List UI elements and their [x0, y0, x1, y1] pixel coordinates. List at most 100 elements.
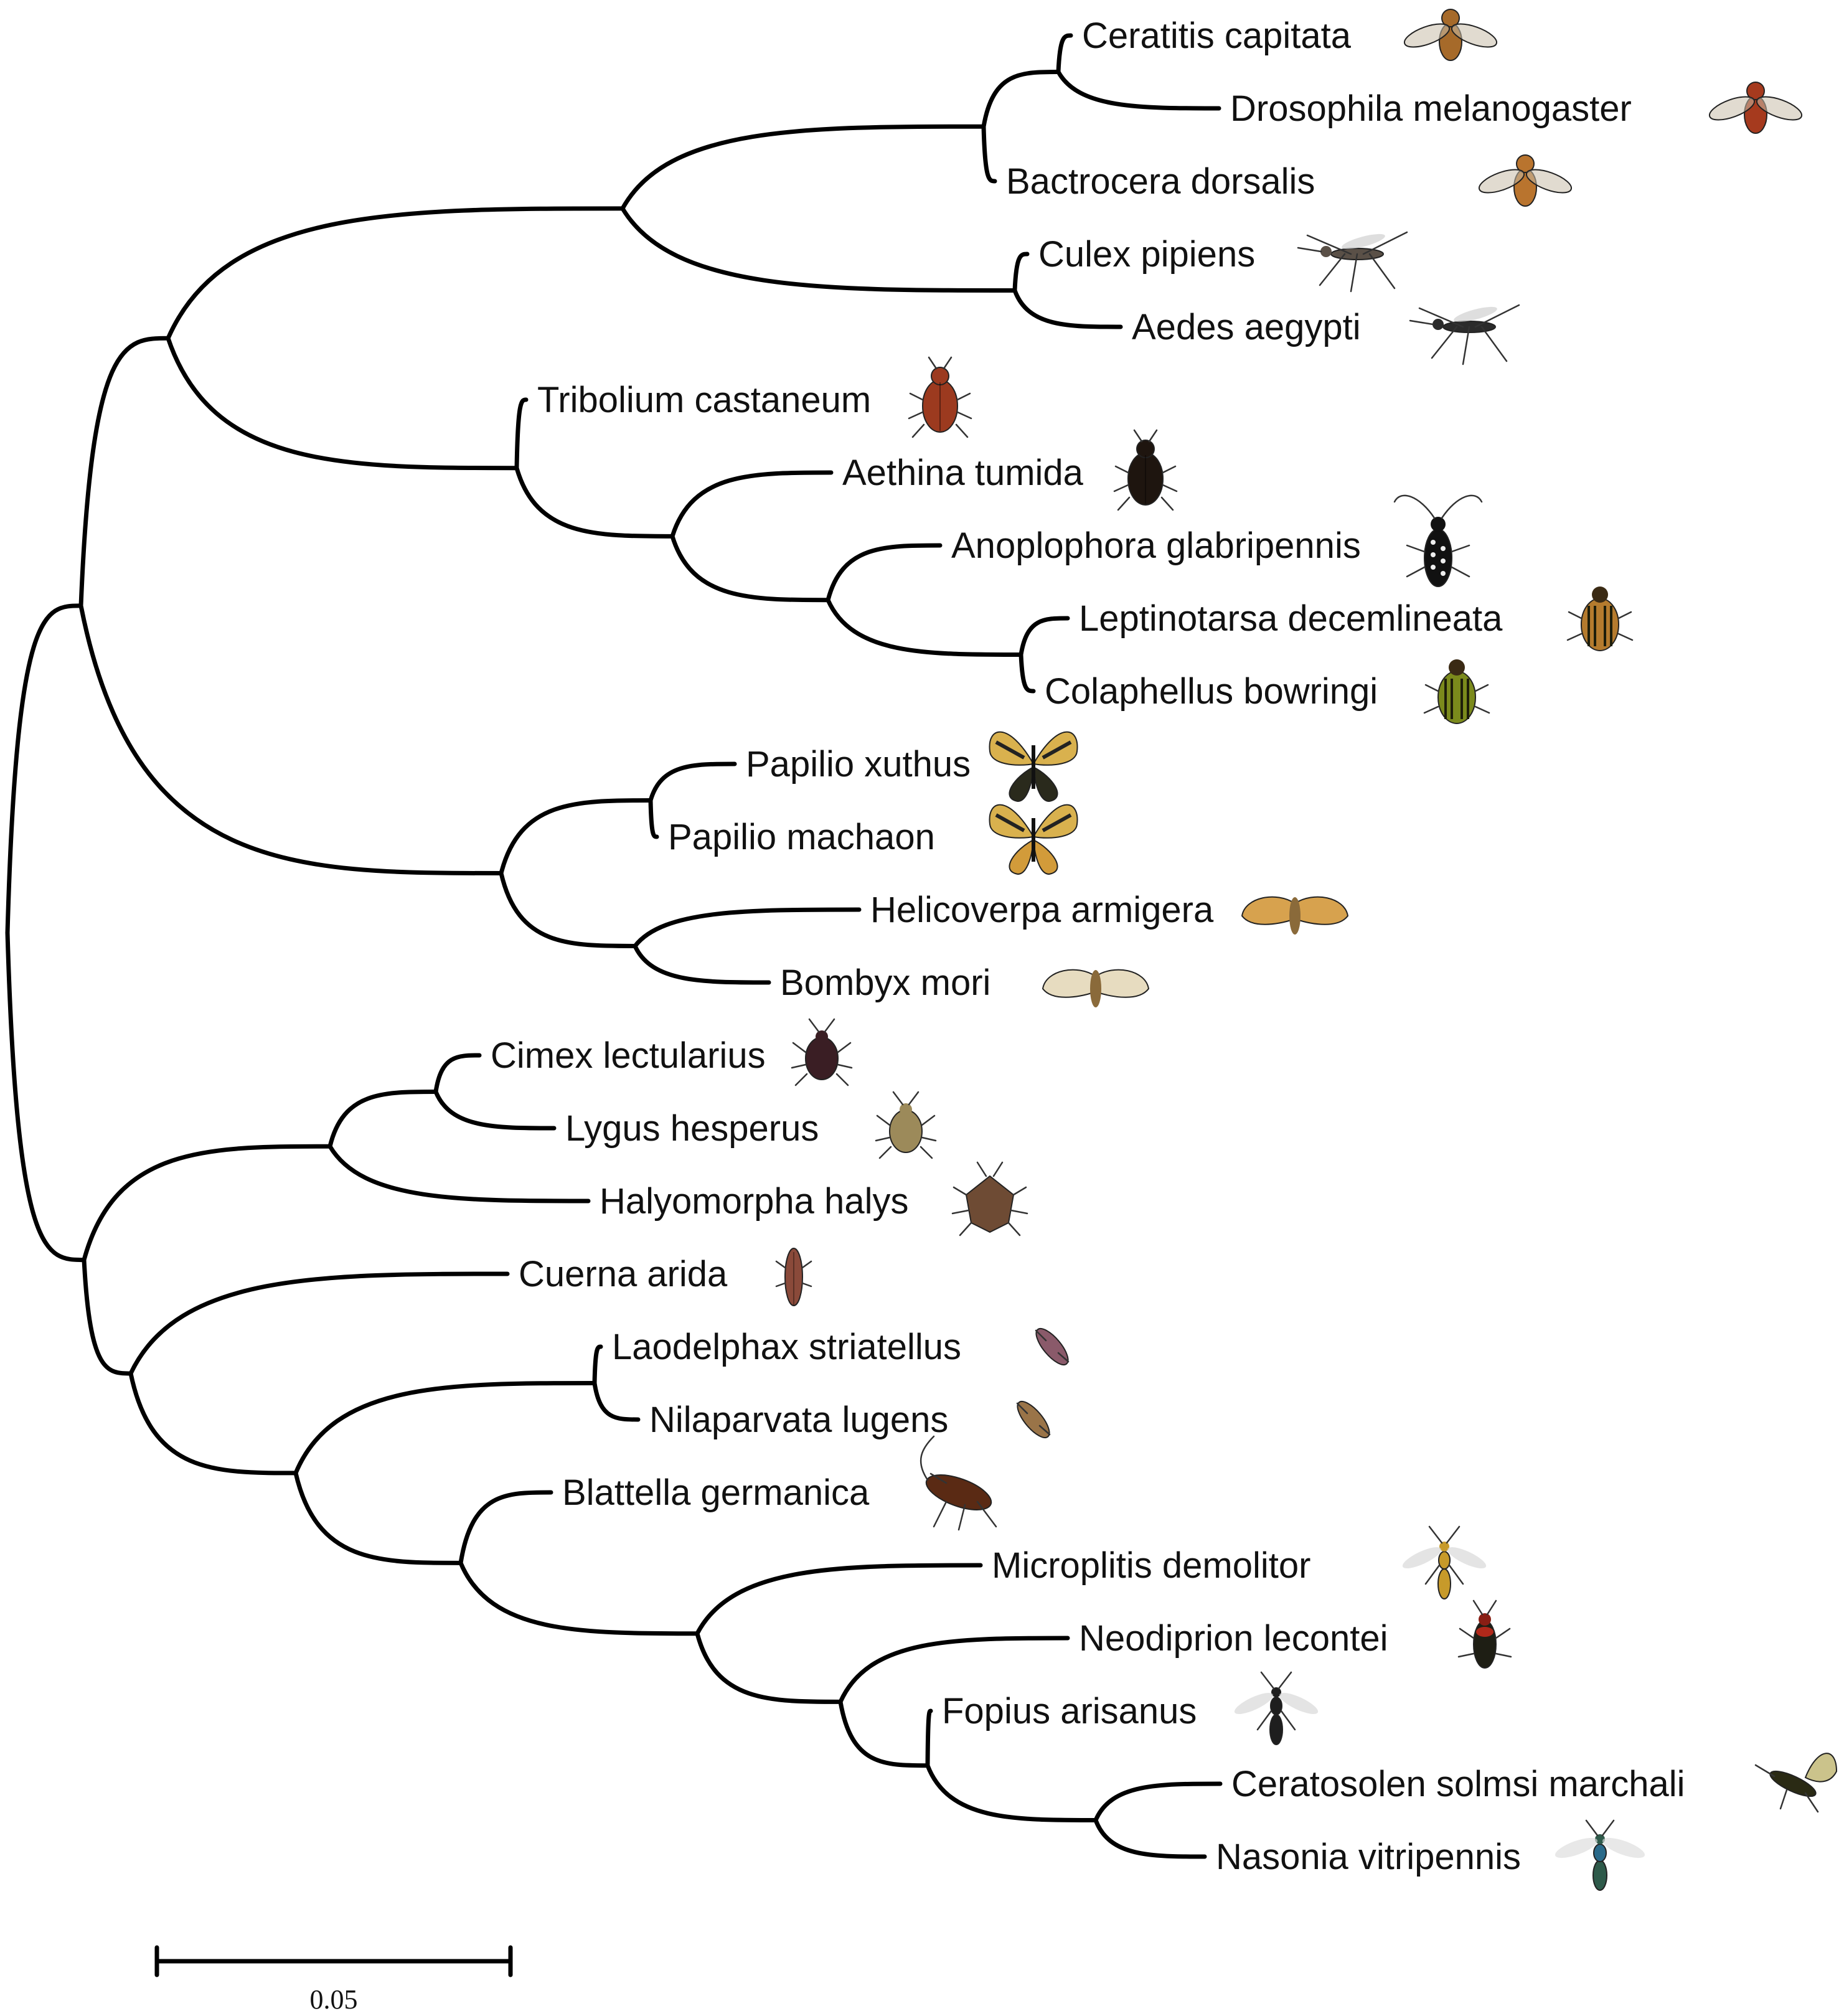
fruit-fly-icon: [1403, 9, 1498, 61]
jewel-wasp-icon: [1555, 1819, 1645, 1891]
branch-n-upper-n-lepid: [78, 603, 504, 875]
branch-n-hemip-halyomorpha: [327, 1144, 591, 1203]
taxon-label-aethina: Aethina tumida: [842, 453, 1084, 493]
branch-n-cd-drosophila: [1056, 70, 1221, 111]
branch-n-mirid-lygus: [433, 1090, 557, 1131]
branch-n-delph-nilaparvata: [592, 1381, 641, 1422]
branch-n-ins1-n-coleo: [166, 336, 519, 471]
branch-n-col3-anoplophora: [826, 543, 943, 603]
taxon-label-colaphellus: Colaphellus bowringi: [1045, 671, 1378, 712]
taxon-label-culex: Culex pipiens: [1038, 234, 1255, 275]
beetle-icon: [1113, 429, 1178, 511]
branch-n-hym2-neodiprion: [838, 1636, 1070, 1704]
branch-n-hym3-n-chalc: [925, 1763, 1098, 1822]
branch-n-coleo-tribolium: [514, 397, 529, 471]
branch-n-hymen-n-hym2: [695, 1631, 843, 1704]
taxon-label-blattella: Blattella germanica: [562, 1472, 870, 1513]
branch-n-tephritid-n-cd: [981, 70, 1061, 129]
wasp-icon: [1234, 1671, 1319, 1745]
branch-n-low2-n-low3: [128, 1371, 298, 1476]
mosquito-icon: [1297, 231, 1408, 293]
mosquito-icon: [1409, 304, 1520, 365]
branch-n-ins1-n-diptera: [166, 206, 625, 341]
taxon-label-nilaparvata: Nilaparvata lugens: [649, 1400, 948, 1440]
branch-n-low3-n-low4: [293, 1471, 463, 1565]
branch-n-moth-helicoverpa: [633, 907, 862, 948]
branch-n-low4-blattella: [458, 1490, 553, 1565]
branch-n-lepid-n-moth: [499, 871, 637, 948]
taxon-label-bactrocera: Bactrocera dorsalis: [1006, 161, 1315, 202]
branch-root-n-upper: [5, 603, 83, 935]
planthopper-icon: [1035, 1327, 1070, 1366]
stink-bug-icon: [951, 1161, 1028, 1236]
leafhopper-icon: [775, 1248, 812, 1306]
branch-n-diptera-n-mosq: [620, 206, 1017, 293]
branch-n-chalc-nasonia: [1093, 1818, 1207, 1859]
fig-wasp-icon: [1754, 1753, 1838, 1813]
branch-n-mosq-culex: [1012, 252, 1030, 293]
taxon-label-microplitis: Microplitis demolitor: [992, 1545, 1310, 1586]
branch-n-coleo-n-col2: [514, 466, 675, 539]
branch-n-lower-n-low2: [82, 1258, 133, 1376]
branch-n-cd-ceratitis: [1056, 33, 1073, 74]
branch-n-upper-n-ins1: [78, 336, 171, 608]
branch-n-chrys-leptinotarsa: [1018, 616, 1070, 657]
taxon-label-anoplophora: Anoplophora glabripennis: [951, 525, 1361, 566]
branch-n-low4-n-hymen: [458, 1560, 700, 1636]
branch-n-delph-laodelphax: [592, 1344, 603, 1385]
branch-root-n-lower: [5, 930, 87, 1263]
branch-n-chalc-ceratosolen: [1093, 1781, 1223, 1822]
taxon-label-laodelphax: Laodelphax striatellus: [612, 1327, 961, 1367]
branch-n-mirid-cimex: [433, 1053, 482, 1094]
beetle-icon: [908, 356, 972, 438]
fruit-fly-icon: [1478, 154, 1573, 207]
branch-n-lepid-n-papilio: [499, 798, 653, 875]
taxon-icons: [775, 9, 1838, 1891]
branch-n-hym3-fopius: [925, 1708, 933, 1768]
taxon-label-lygus: Lygus hesperus: [565, 1108, 819, 1149]
branch-n-lower-n-hemip: [82, 1144, 332, 1263]
wasp-icon: [1402, 1525, 1487, 1599]
taxon-label-halyomorpha: Halyomorpha halys: [600, 1181, 908, 1222]
fruit-fly-icon: [1708, 82, 1803, 134]
branch-n-diptera-n-tephritid: [620, 124, 986, 211]
branch-n-papilio-papilio-xuthus: [648, 761, 737, 803]
taxon-label-papilio-xuthus: Papilio xuthus: [746, 744, 971, 784]
taxon-label-bombyx: Bombyx mori: [780, 963, 990, 1003]
branch-n-col2-aethina: [670, 470, 834, 539]
taxon-label-helicoverpa: Helicoverpa armigera: [870, 890, 1214, 930]
scale-bar: 0.05: [154, 1945, 513, 2015]
tree-branches: [5, 33, 1223, 1859]
taxon-label-ceratosolen: Ceratosolen solmsi marchali: [1231, 1764, 1685, 1804]
branch-n-low3-n-delph: [293, 1381, 597, 1476]
taxon-label-tribolium: Tribolium castaneum: [537, 380, 871, 420]
branch-n-moth-bombyx: [633, 944, 771, 985]
striped-beetle-icon: [1423, 659, 1490, 724]
branch-n-low2-cuerna: [128, 1271, 510, 1376]
butterfly-icon: [989, 731, 1078, 803]
longhorn-beetle-icon: [1393, 494, 1483, 587]
taxon-label-ceratitis: Ceratitis capitata: [1082, 16, 1352, 56]
moth-icon: [1042, 969, 1150, 1007]
branch-n-hemip-n-mirid: [327, 1090, 438, 1149]
branch-n-hym2-n-hym3: [838, 1699, 930, 1768]
sawfly-icon: [1457, 1599, 1512, 1669]
cockroach-icon: [920, 1435, 997, 1531]
branch-n-papilio-papilio-machaon: [648, 798, 659, 839]
bug-icon: [791, 1018, 853, 1086]
taxon-label-aedes: Aedes aegypti: [1132, 307, 1361, 347]
taxon-label-papilio-machaon: Papilio machaon: [668, 817, 935, 857]
scale-bar-label: 0.05: [310, 1984, 358, 2015]
striped-beetle-icon: [1566, 586, 1634, 651]
branch-n-chrys-colaphellus: [1018, 652, 1036, 694]
moth-icon: [1241, 896, 1349, 935]
taxon-label-fopius: Fopius arisanus: [942, 1691, 1197, 1731]
planthopper-icon: [1016, 1400, 1051, 1439]
taxon-label-cuerna: Cuerna arida: [519, 1254, 728, 1294]
branch-n-tephritid-bactrocera: [981, 124, 997, 184]
branch-n-col2-n-col3: [670, 534, 830, 603]
taxon-label-drosophila: Drosophila melanogaster: [1230, 88, 1632, 129]
taxon-label-cimex: Cimex lectularius: [491, 1035, 766, 1076]
taxon-label-neodiprion: Neodiprion lecontei: [1079, 1618, 1388, 1659]
